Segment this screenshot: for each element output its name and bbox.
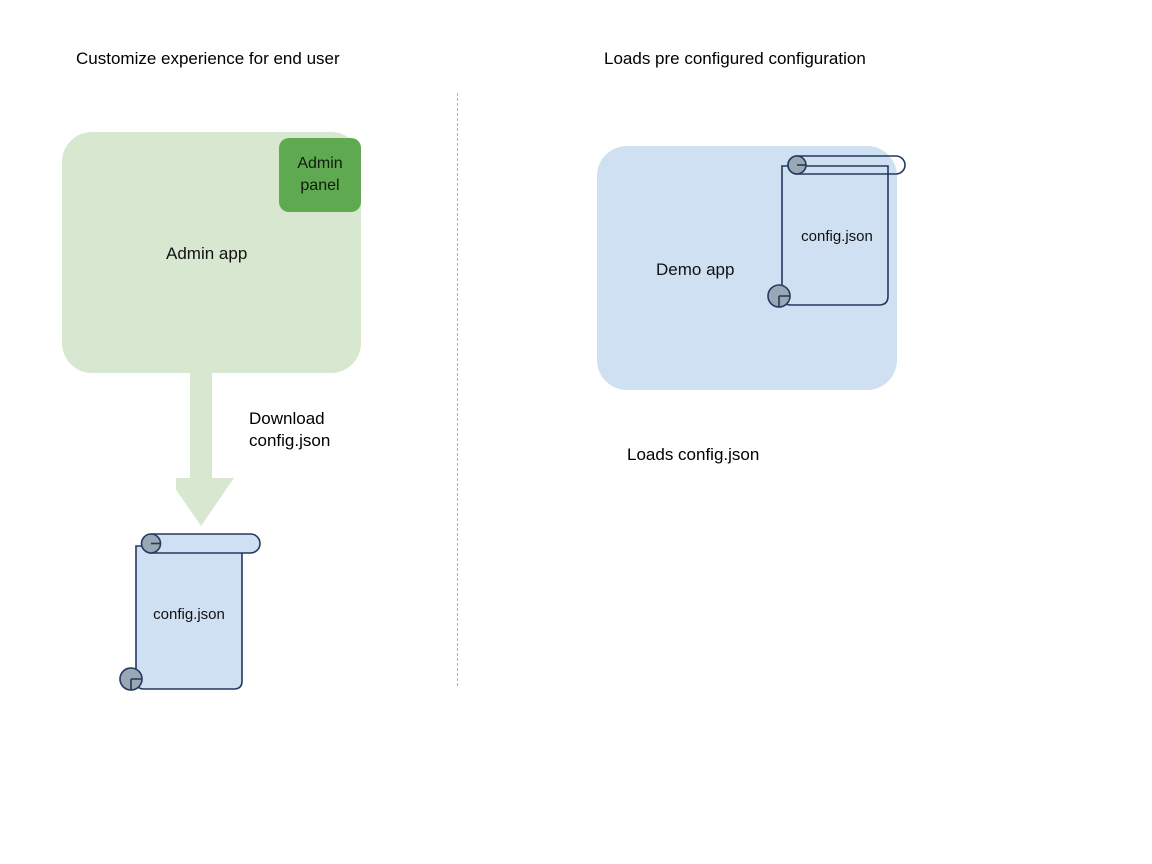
demo-app-label: Demo app [656,260,735,279]
download-caption-line2: config.json [249,431,331,450]
loads-config-caption: Loads config.json [627,445,760,464]
download-caption-line1: Download [249,409,325,428]
admin-panel-label: Admin panel [297,153,342,197]
config-json-label-right: config.json [801,228,873,245]
config-json-document-left[interactable]: config.json [112,524,277,694]
admin-panel-label-line2: panel [300,177,340,194]
admin-panel-label-line1: Admin [297,155,343,172]
section-divider [457,93,459,686]
admin-app-label: Admin app [166,244,248,263]
left-section-title: Customize experience for end user [76,49,340,68]
right-section-title: Loads pre configured configuration [604,49,866,68]
download-arrow-icon [176,368,234,526]
admin-panel-card[interactable]: Admin panel [279,138,361,212]
download-arrow-caption: Download config.json [249,408,330,452]
config-json-document-right[interactable]: config.json [766,148,916,318]
demo-app-container [597,146,897,390]
config-json-label-left: config.json [153,606,225,623]
